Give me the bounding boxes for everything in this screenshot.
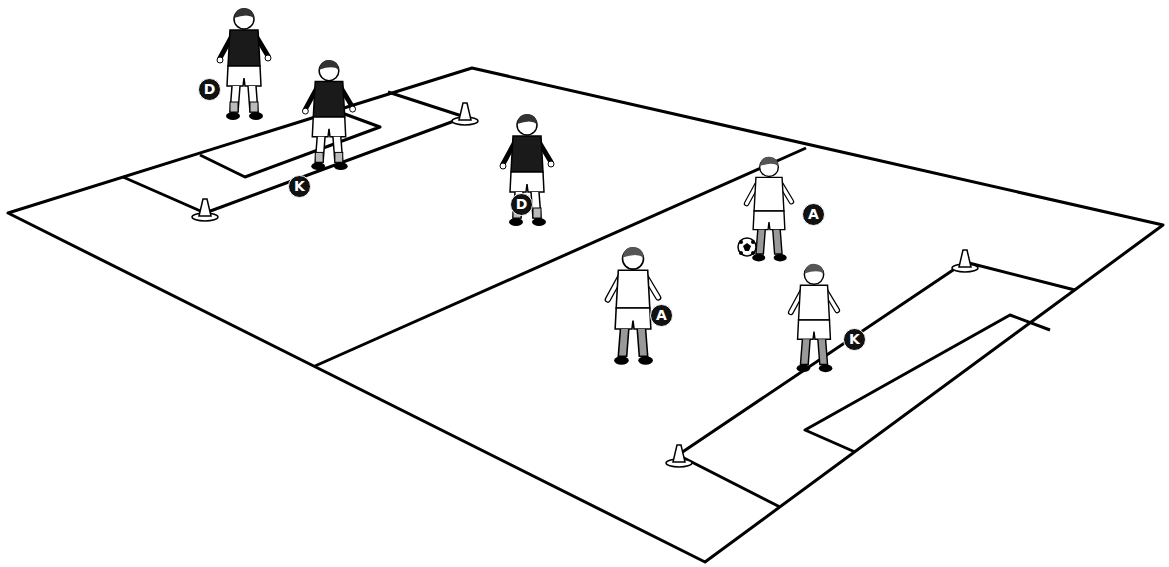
defender-player [500, 114, 554, 226]
callout-letter: A [650, 304, 673, 327]
callout-letter: K [843, 328, 866, 351]
keeper-player [791, 264, 837, 372]
defender-player [217, 8, 271, 120]
callout-letter: K [288, 175, 311, 198]
field-lines [8, 68, 1163, 562]
callout-letter: A [802, 203, 825, 226]
soccer-ball [738, 238, 756, 256]
keeper-player [302, 60, 355, 170]
callout-letter: D [510, 193, 533, 216]
callout-letter: D [198, 78, 221, 101]
attacker-player [608, 247, 658, 365]
